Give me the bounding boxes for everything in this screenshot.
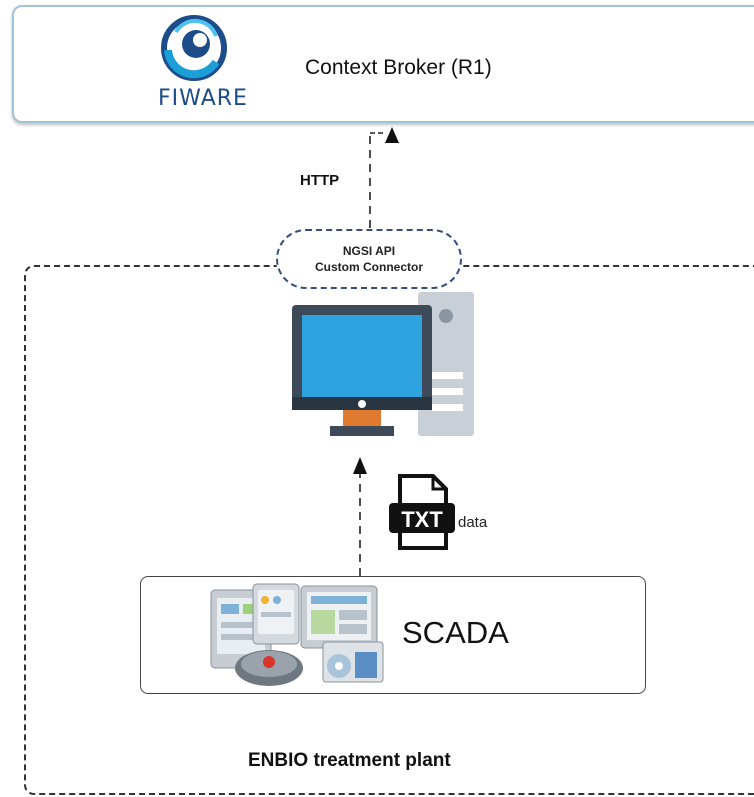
plant-title: ENBIO treatment plant xyxy=(248,750,451,771)
txt-file-label: data xyxy=(458,514,488,531)
scada-title: SCADA xyxy=(402,615,509,650)
context-broker-box xyxy=(12,5,754,123)
computer-icon xyxy=(292,292,474,436)
ngsi-api-connector: NGSI API Custom Connector xyxy=(276,229,462,289)
fiware-logo xyxy=(161,15,227,81)
data-arrow xyxy=(353,457,367,576)
fiware-logo-text: FIWARE xyxy=(158,86,248,111)
http-arrow xyxy=(369,127,399,228)
context-broker-title: Context Broker (R1) xyxy=(305,56,492,79)
scada-devices-image xyxy=(210,583,384,686)
custom-connector-label: Custom Connector xyxy=(315,260,423,274)
txt-file-icon xyxy=(389,474,455,550)
txt-file-badge: TXT xyxy=(401,507,443,532)
http-label: HTTP xyxy=(300,172,340,189)
ngsi-api-label: NGSI API xyxy=(342,244,396,258)
